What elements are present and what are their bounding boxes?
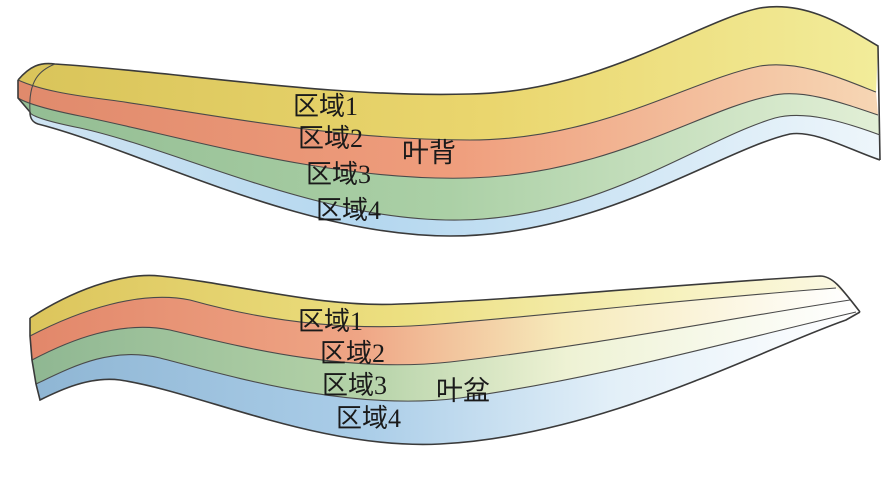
suction-region-4-band — [30, 112, 880, 236]
pressure-region-3-band — [32, 300, 856, 402]
pressure-region-3-label: 区域3 — [322, 371, 387, 400]
suction-region-3-label: 区域3 — [306, 160, 371, 189]
suction-side-label: 叶背 — [402, 138, 456, 168]
pressure-region-4-label: 区域4 — [336, 404, 401, 433]
pressure-region-1-band — [30, 275, 848, 336]
suction-region-1-label: 区域1 — [293, 92, 358, 121]
suction-bottom-edge — [17, 80, 881, 237]
suction-leading-edge — [29, 63, 56, 113]
pressure-side-labels: 区域1 区域2 区域3 区域4 叶盆 — [298, 307, 490, 433]
pressure-divider-2 — [31, 299, 851, 366]
suction-top-edge — [17, 5, 881, 161]
pressure-side-blade — [29, 274, 861, 446]
pressure-region-1-label: 区域1 — [298, 307, 363, 336]
pressure-top-edge — [29, 274, 861, 319]
suction-side-blade — [17, 5, 881, 237]
pressure-region-2-band — [30, 288, 850, 365]
suction-side-labels: 区域1 区域2 区域3 区域4 叶背 — [293, 92, 456, 225]
pressure-divider-1 — [29, 287, 837, 337]
pressure-side-label: 叶盆 — [436, 376, 490, 406]
suction-divider-2 — [17, 93, 879, 179]
suction-divider-1 — [17, 64, 877, 141]
suction-region-3-band — [18, 93, 880, 221]
suction-divider-3 — [29, 111, 881, 221]
pressure-bottom-edge — [29, 311, 861, 446]
suction-region-1-band — [18, 6, 878, 140]
pressure-region-2-label: 区域2 — [320, 339, 385, 368]
suction-region-4-label: 区域4 — [316, 196, 381, 225]
pressure-divider-3 — [35, 311, 857, 402]
suction-region-2-label: 区域2 — [298, 124, 363, 153]
